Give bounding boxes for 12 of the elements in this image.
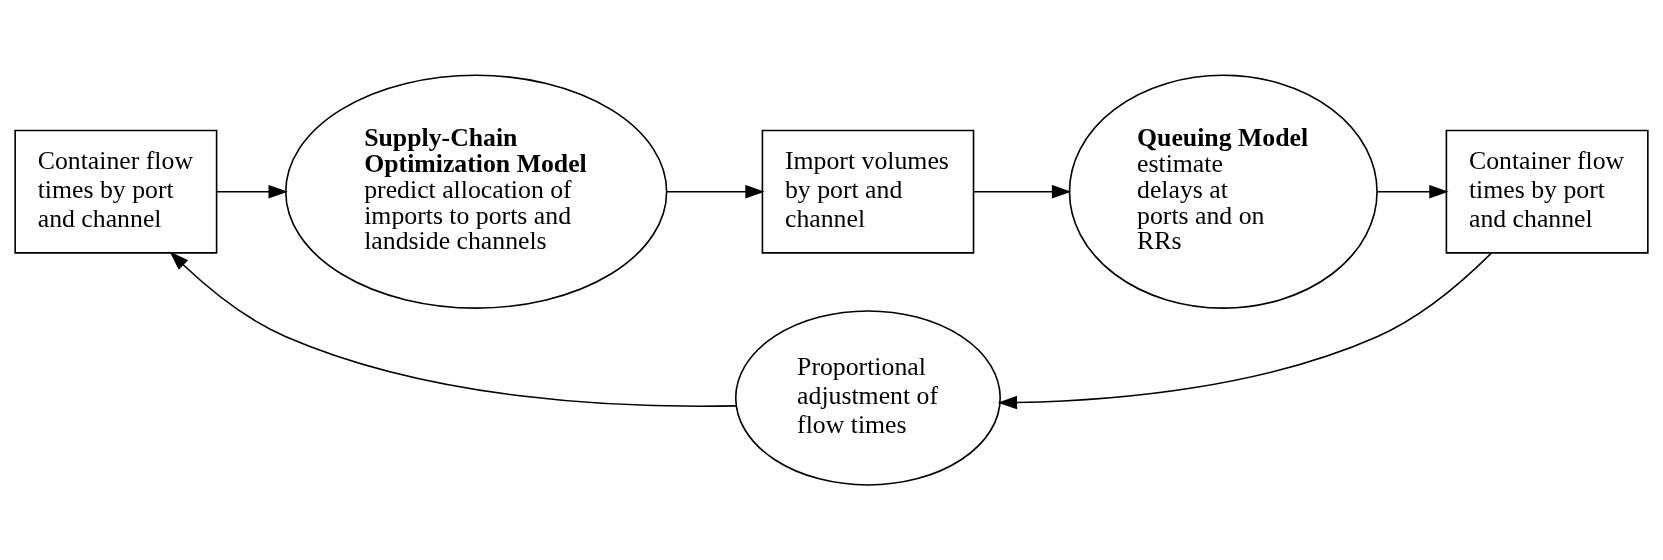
arrow	[169, 251, 738, 408]
arrow	[216, 184, 288, 199]
arrow	[997, 252, 1493, 410]
node-box: Import volumes by port and channel	[761, 129, 975, 254]
node-ellipse: Proportional adjustment of flow times	[734, 310, 1001, 486]
node-box: Container flow times by port and channel	[1445, 129, 1649, 254]
arrow	[1376, 184, 1449, 199]
arrow	[972, 184, 1072, 199]
node-box: Container flow times by port and channel	[14, 129, 218, 254]
node-ellipse: Supply-Chain Optimization Model predict allocation of imports to ports and landside channels	[284, 74, 668, 309]
node-ellipse: Queuing Model estimate delays at ports and on RRs	[1068, 74, 1378, 309]
arrow	[666, 184, 765, 199]
